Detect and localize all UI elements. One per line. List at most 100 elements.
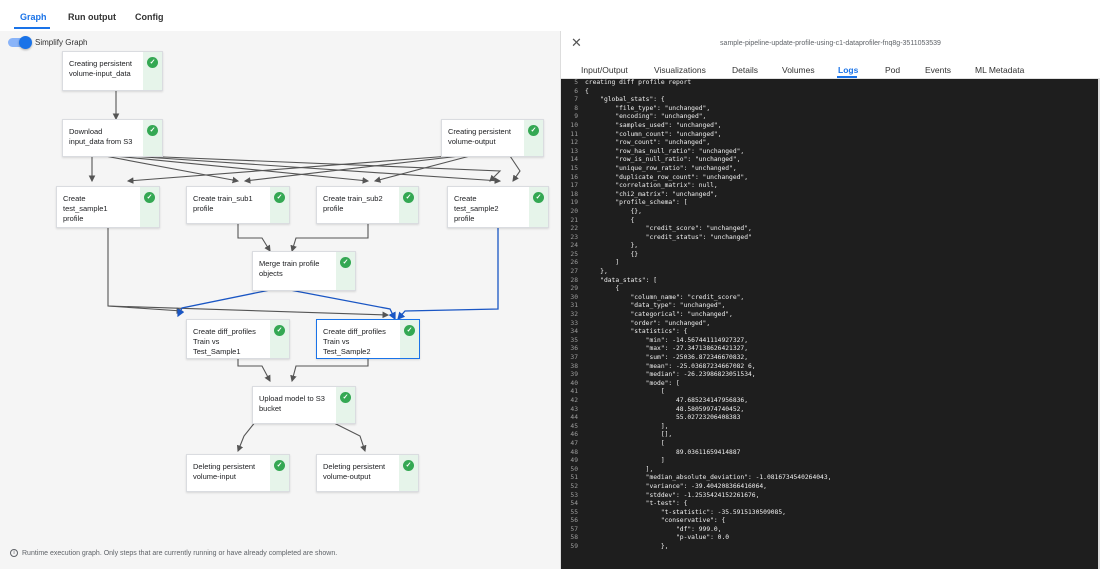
line-number: 12	[570, 139, 578, 147]
tab-logs[interactable]: Logs	[838, 65, 859, 75]
node-diff-profiles-sample2[interactable]: Create diff_profiles Train vs Test_Sampl…	[316, 319, 420, 359]
node-status-cell: ✓	[143, 52, 162, 90]
log-line: 49 ]	[561, 457, 1098, 466]
node-create-train-sub2[interactable]: Create train_sub2 profile ✓	[316, 186, 419, 224]
line-text: "max": -27.347138626421327,	[585, 345, 749, 353]
node-delete-volume-output[interactable]: Deleting persistent volume-output ✓	[316, 454, 419, 492]
line-number: 36	[570, 345, 578, 353]
line-number: 50	[570, 465, 578, 473]
line-number: 29	[570, 285, 578, 293]
edge	[104, 155, 240, 184]
success-check-icon: ✓	[147, 57, 158, 68]
log-line: 57 "df": 999.0,	[561, 526, 1098, 535]
line-text: "categorical": "unchanged",	[585, 311, 733, 319]
simplify-graph-toggle[interactable]	[8, 36, 32, 49]
log-line: 39 "median": -26.23986823051534,	[561, 371, 1098, 380]
line-text: },	[585, 268, 608, 276]
node-status-cell: ✓	[399, 455, 418, 491]
line-number: 31	[570, 302, 578, 310]
line-text: "stddev": -1.2535424152261676,	[585, 491, 760, 499]
node-label: Merge train profile objects	[259, 259, 320, 278]
line-number: 7	[574, 96, 578, 104]
line-text: {}	[585, 250, 639, 258]
line-number: 47	[570, 439, 578, 447]
line-text: "conservative": {	[585, 517, 726, 525]
line-number: 20	[570, 207, 578, 215]
success-check-icon: ✓	[403, 460, 414, 471]
edge	[107, 305, 390, 319]
log-line: 38 "mean": -25.03687234667082 6,	[561, 363, 1098, 372]
close-icon[interactable]: ✕	[571, 35, 582, 50]
edge	[126, 155, 451, 184]
edge	[129, 155, 502, 184]
log-line: 26 ]	[561, 259, 1098, 268]
node-status-cell: ✓	[140, 187, 159, 227]
line-number: 11	[570, 130, 578, 138]
log-line: 18 "chi2_matrix": "unchanged",	[561, 191, 1098, 200]
line-text: },	[585, 242, 639, 250]
line-text: "data_stats": [	[585, 276, 658, 284]
success-check-icon: ✓	[274, 192, 285, 203]
log-line: 41 [	[561, 388, 1098, 397]
line-text: ],	[585, 422, 669, 430]
node-label: Create test_sample2 profile	[454, 194, 499, 223]
node-create-test-sample2[interactable]: Create test_sample2 profile ✓	[447, 186, 549, 228]
log-line: 56 "conservative": {	[561, 517, 1098, 526]
line-number: 38	[570, 362, 578, 370]
node-create-test-sample1[interactable]: Create test_sample1 profile ✓	[56, 186, 160, 228]
line-text: "df": 999.0,	[585, 525, 722, 533]
tab-config[interactable]: Config	[135, 12, 164, 22]
log-line: 50 ],	[561, 466, 1098, 475]
tab-details[interactable]: Details	[732, 65, 758, 75]
line-text: "column_name": "credit_score",	[585, 293, 745, 301]
line-number: 19	[570, 199, 578, 207]
log-scrollbar[interactable]	[1098, 79, 1100, 569]
node-status-cell: ✓	[399, 187, 418, 223]
tab-pod[interactable]: Pod	[885, 65, 901, 75]
line-number: 24	[570, 242, 578, 250]
tab-graph[interactable]: Graph	[20, 12, 47, 22]
log-line: 43 48.58059974740452,	[561, 406, 1098, 415]
line-text: "duplicate_row_count": "unchanged",	[585, 173, 749, 181]
log-line: 47 [	[561, 440, 1098, 449]
line-text: "encoding": "unchanged",	[585, 113, 707, 121]
log-line: 27 },	[561, 268, 1098, 277]
node-upload-model-s3[interactable]: Upload model to S3 bucket ✓	[252, 386, 356, 424]
tab-events[interactable]: Events	[925, 65, 951, 75]
tab-run-output[interactable]: Run output	[68, 12, 116, 22]
tab-visualizations[interactable]: Visualizations	[654, 65, 706, 75]
log-line: 24 },	[561, 242, 1098, 251]
line-text: "mean": -25.03687234667082 6,	[585, 362, 756, 370]
success-check-icon: ✓	[404, 325, 415, 336]
node-status-cell: ✓	[270, 455, 289, 491]
line-number: 55	[570, 508, 578, 516]
line-text: "row_count": "unchanged",	[585, 139, 711, 147]
node-delete-volume-input[interactable]: Deleting persistent volume-input ✓	[186, 454, 290, 492]
tab-input-output[interactable]: Input/Output	[581, 65, 628, 75]
node-merge-train-profile[interactable]: Merge train profile objects ✓	[252, 251, 356, 291]
line-text: ]	[585, 457, 665, 465]
log-line: 36 "max": -27.347138626421327,	[561, 345, 1098, 354]
log-line: 22 "credit_score": "unchanged",	[561, 225, 1098, 234]
line-number: 33	[570, 319, 578, 327]
edge	[243, 155, 461, 184]
node-create-volume-output[interactable]: Creating persistent volume-output ✓	[441, 119, 544, 157]
log-line: 23 "credit_status": "unchanged"	[561, 234, 1098, 243]
node-download-input[interactable]: Download input_data from S3 ✓	[62, 119, 163, 157]
log-line: 9 "encoding": "unchanged",	[561, 113, 1098, 122]
node-create-volume-input[interactable]: Creating persistent volume-input_data ✓	[62, 51, 163, 91]
line-text: 48.58059974740452,	[585, 405, 745, 413]
line-number: 51	[570, 474, 578, 482]
node-diff-profiles-sample1[interactable]: Create diff_profiles Train vs Test_Sampl…	[186, 319, 290, 359]
node-label: Create test_sample1 profile	[63, 194, 108, 223]
node-status-cell: ✓	[524, 120, 543, 156]
toggle-knob	[19, 36, 32, 49]
tab-volumes[interactable]: Volumes	[782, 65, 815, 75]
edge	[114, 155, 370, 184]
log-line: 51 "median_absolute_deviation": -1.08167…	[561, 474, 1098, 483]
node-create-train-sub1[interactable]: Create train_sub1 profile ✓	[186, 186, 290, 224]
line-text: "credit_status": "unchanged"	[585, 233, 752, 241]
line-text: ],	[585, 465, 654, 473]
tab-ml-metadata[interactable]: ML Metadata	[975, 65, 1025, 75]
